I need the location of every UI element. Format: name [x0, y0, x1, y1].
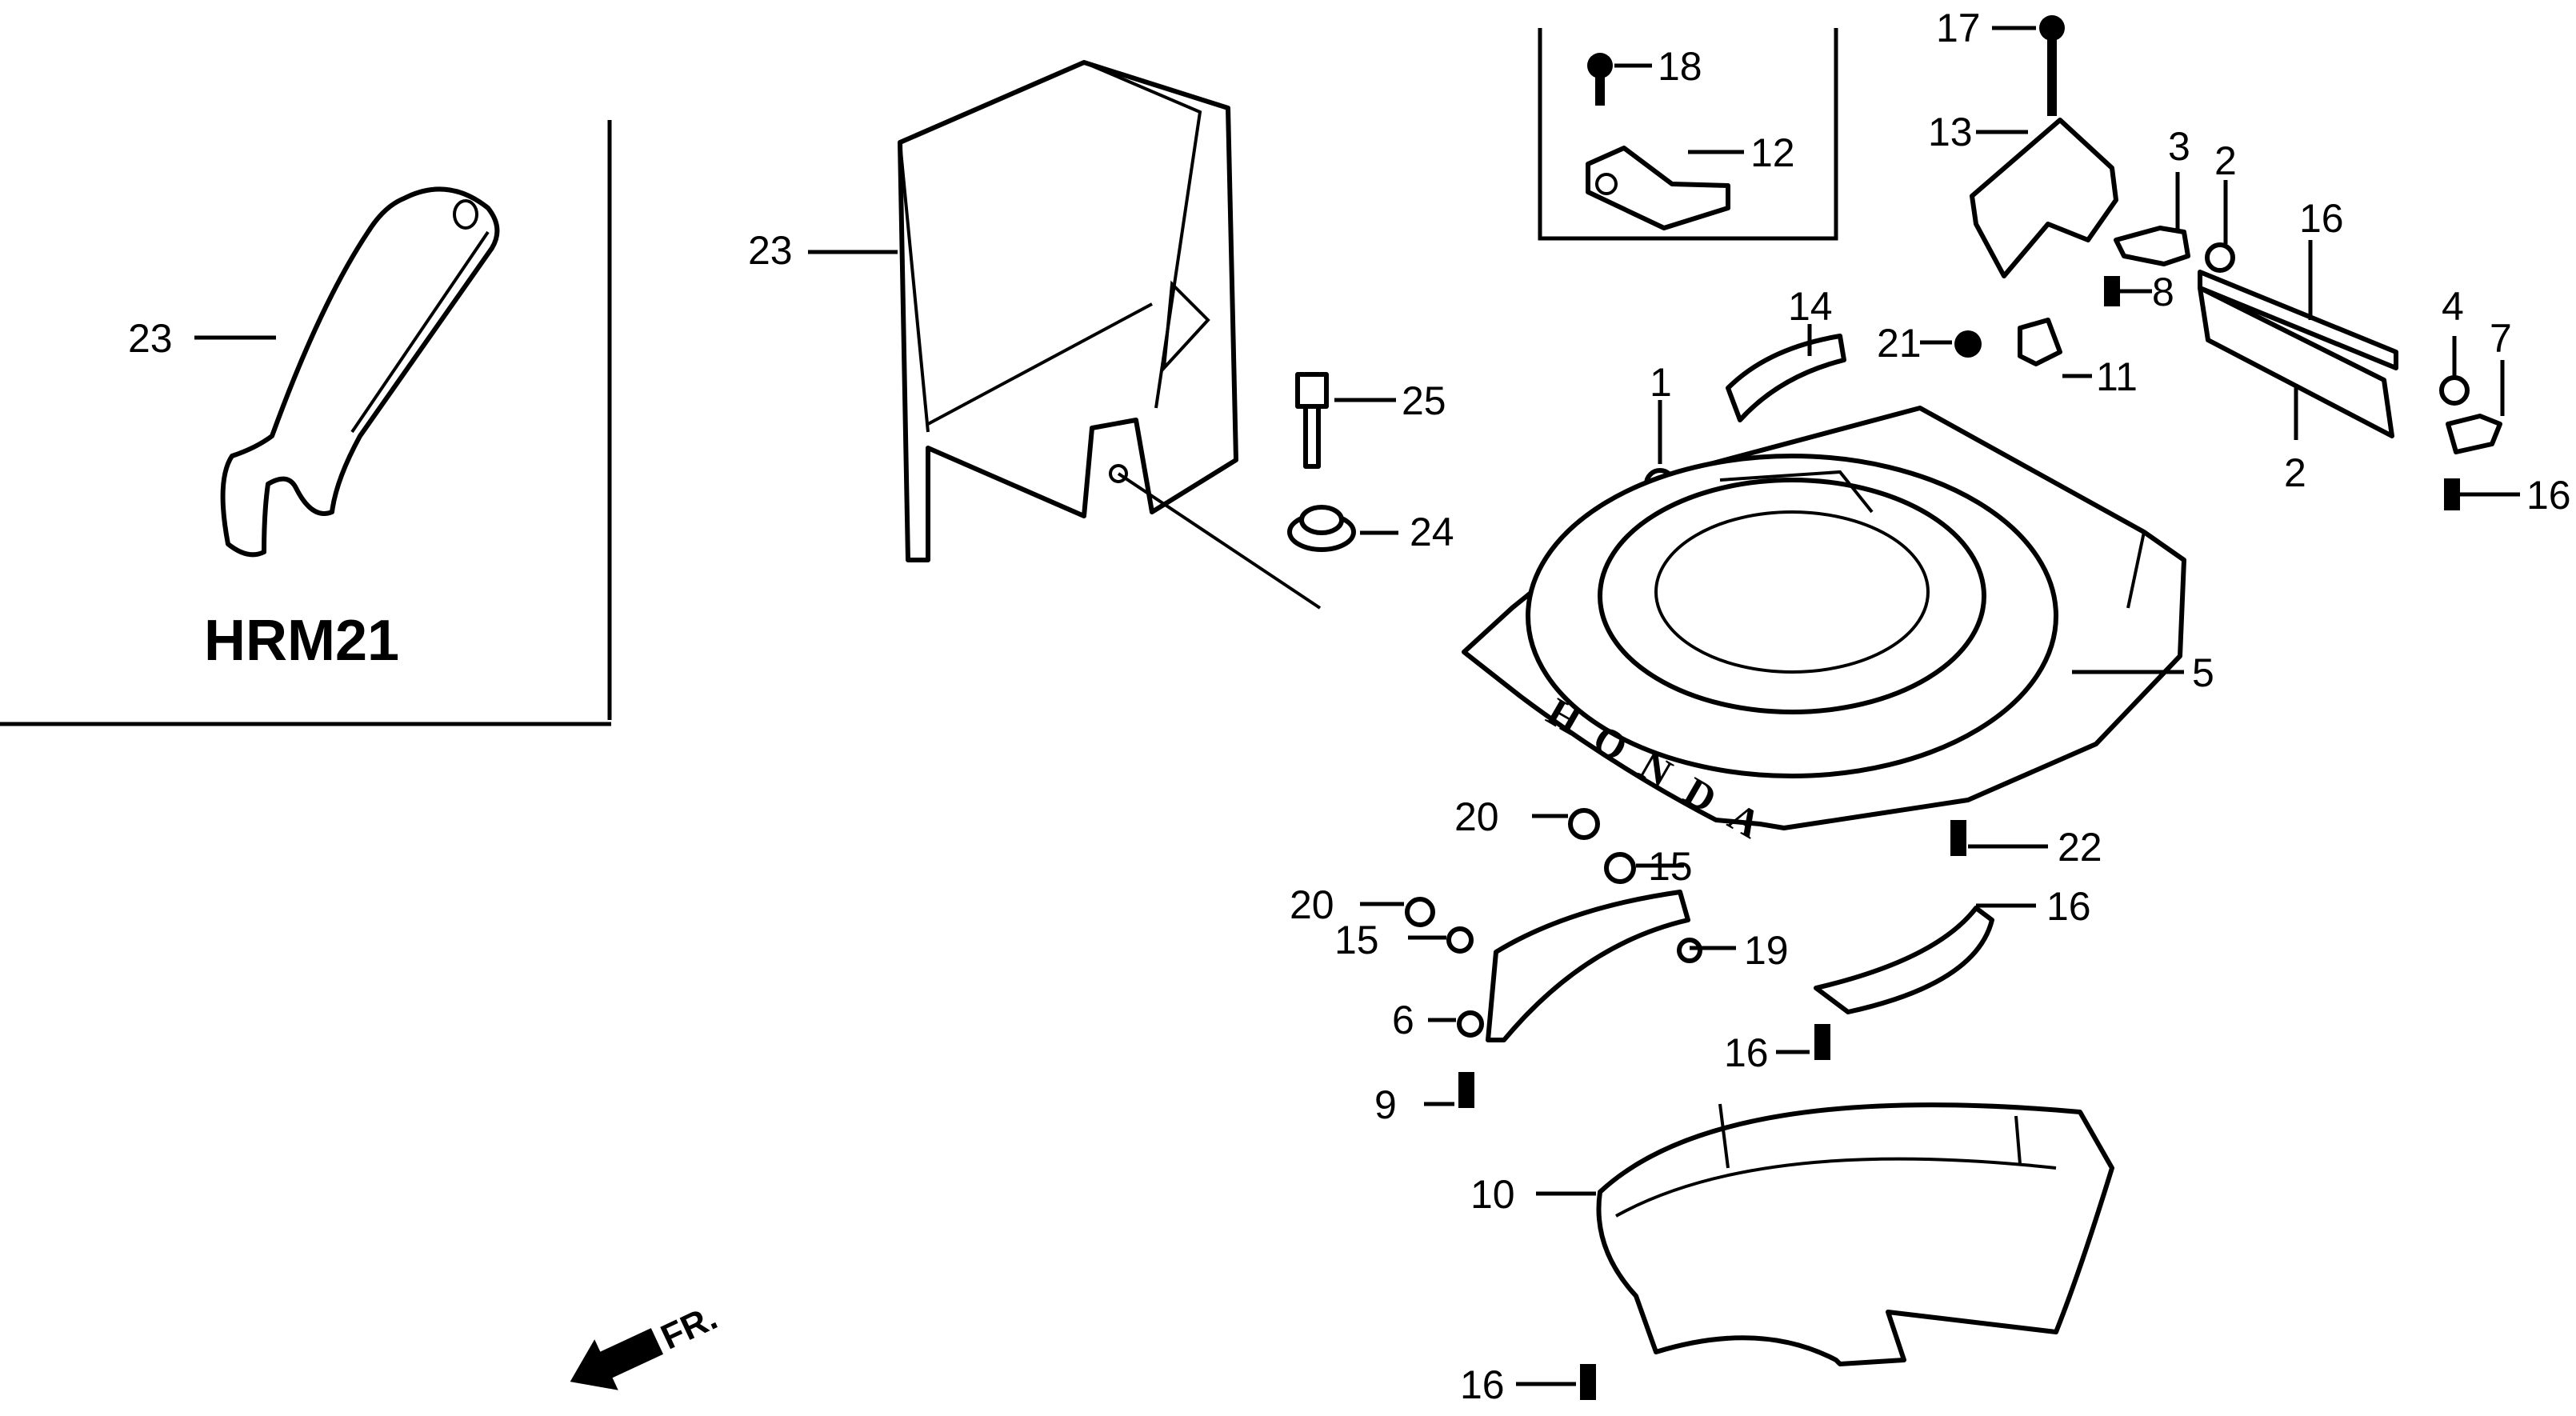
front-direction-indicator: FR.	[570, 1298, 723, 1390]
callout-20-upper: 20	[1454, 794, 1499, 839]
callout-2-upper: 2	[2214, 138, 2237, 183]
callout-13: 13	[1928, 110, 1973, 154]
mower-deck-5: HONDA 5	[1462, 406, 2214, 858]
callout-22: 22	[2058, 825, 2102, 870]
callout-16-upper: 8	[2152, 270, 2174, 314]
callout-9: 6	[1392, 998, 1414, 1042]
callout-17: 17	[1936, 6, 1981, 50]
callout-16-mid: 16	[1724, 1030, 1769, 1075]
plate-7	[2198, 286, 2394, 438]
callout-2-lower: 4	[2442, 284, 2464, 329]
skirt-band-10: 10 16	[1460, 1102, 2114, 1407]
model-label: HRM21	[204, 609, 399, 673]
callout-11: 11	[2096, 354, 2138, 399]
callout-6: 16	[2046, 884, 2091, 929]
callout-7: 2	[2284, 450, 2306, 495]
left-shield-assembly: 20 15 19 6 9	[1290, 882, 1789, 1127]
right-shield-assembly: 16 16	[1724, 884, 2091, 1075]
grommet-24: 24	[1287, 505, 1454, 554]
callout-25: 25	[1402, 378, 1446, 423]
callout-10: 10	[1470, 1172, 1515, 1217]
callout-21: 21	[1877, 321, 1922, 366]
callout-19: 19	[1744, 928, 1789, 973]
option-box: 18 12	[1538, 28, 1838, 241]
bracket-13-assembly: 17 13	[1928, 6, 2118, 278]
front-label: FR.	[655, 1298, 723, 1357]
callout-5: 5	[2192, 650, 2214, 695]
callout-16-right: 16	[2526, 473, 2571, 518]
hrm21-inset: 23 HRM21	[0, 120, 612, 726]
callout-20-lower: 20	[1290, 882, 1334, 927]
callout-18: 18	[1658, 44, 1702, 89]
part-11	[2018, 318, 2062, 366]
callout-12: 12	[1750, 130, 1795, 175]
deck-small-parts: 14 21 11 1	[1644, 284, 2138, 500]
callout-24: 24	[1410, 510, 1454, 554]
callout-4: 7	[2490, 316, 2512, 361]
callout-16-left: 9	[1374, 1082, 1397, 1127]
guard-14	[1726, 334, 1846, 422]
bolt-25: 25	[1295, 372, 1446, 469]
chute-cover-inset	[220, 186, 500, 558]
callout-23-inset: 23	[128, 316, 173, 361]
callout-14: 14	[1788, 284, 1833, 329]
callout-1: 1	[1650, 360, 1672, 405]
callout-3: 3	[2168, 124, 2190, 169]
callout-15-lower: 15	[1334, 918, 1379, 962]
front-arrow-icon	[570, 1328, 664, 1390]
shield-6	[1814, 906, 1994, 1014]
discharge-chute: 23	[748, 60, 1322, 610]
callout-15-upper: 15	[1648, 844, 1693, 889]
callout-8: 16	[2299, 196, 2344, 241]
deck-fasteners: 20 15 22	[1454, 794, 2102, 889]
callout-23-chute: 23	[748, 228, 793, 273]
callout-16-bottom: 16	[1460, 1362, 1505, 1407]
shield-9	[1486, 890, 1690, 1042]
right-hardware: 3 2 8 16 2 4 7 16	[2104, 124, 2571, 518]
rail-8	[2198, 270, 2398, 370]
